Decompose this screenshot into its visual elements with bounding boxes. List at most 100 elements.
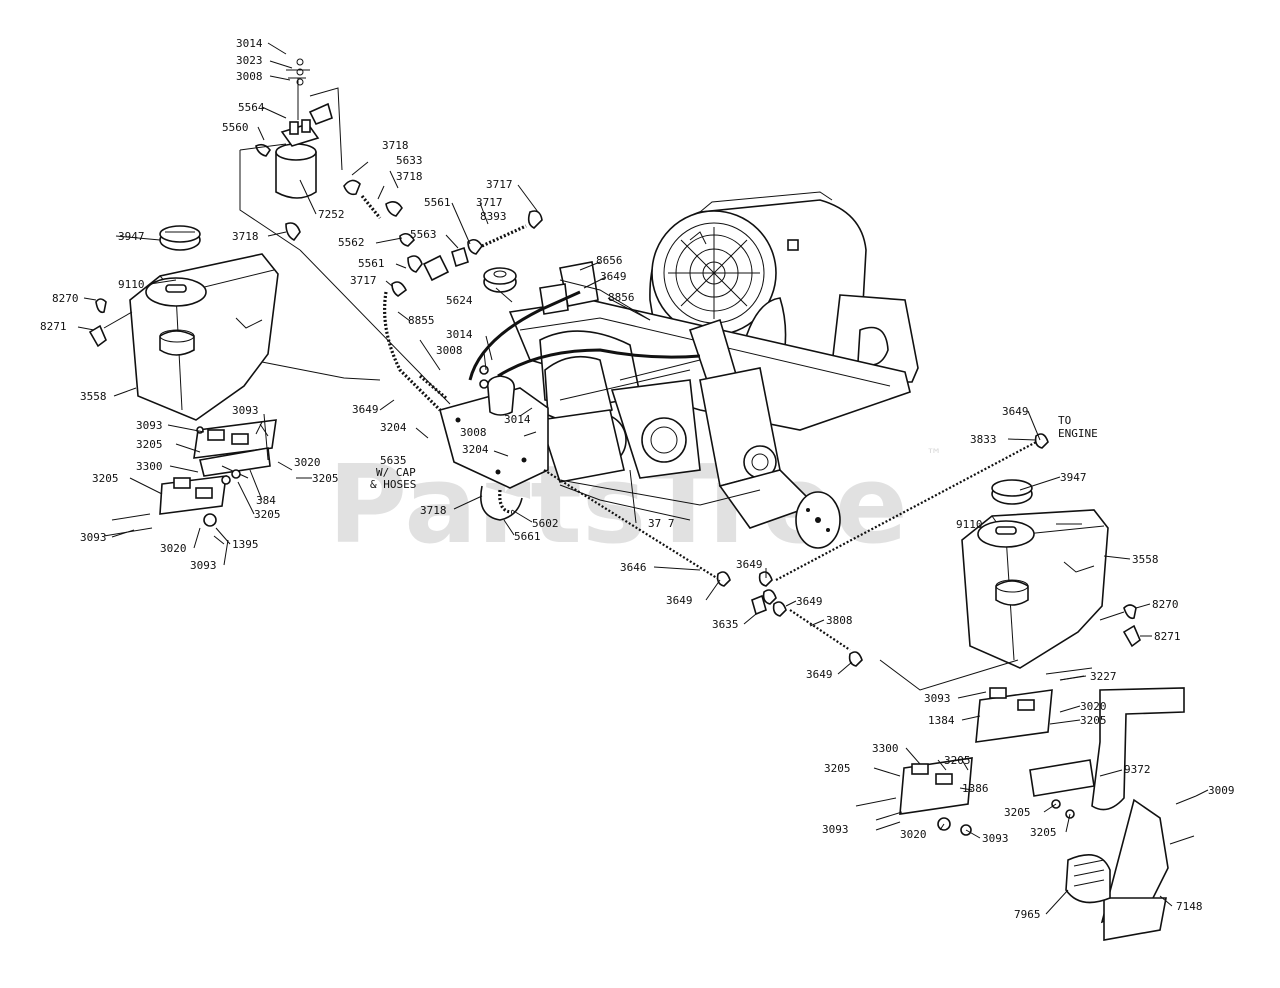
part-note-with-cap: W/ CAP (376, 466, 416, 479)
part-label-7965: 7965 (1014, 908, 1041, 921)
part-label-3717: 3717 (486, 178, 513, 191)
part-label-3649: 3649 (806, 668, 833, 681)
part-label-3020: 3020 (160, 542, 187, 555)
part-labels: 3014 3023 3008 5564 5560 7252 3718 3718 … (40, 37, 1235, 921)
part-label-3649: 3649 (352, 403, 379, 416)
part-label-3205: 3205 (312, 472, 339, 485)
part-label-3808: 3808 (826, 614, 853, 627)
part-label-3008: 3008 (460, 426, 487, 439)
part-label-3008: 3008 (436, 344, 463, 357)
part-label-5633: 5633 (396, 154, 423, 167)
part-label-3718: 3718 (396, 170, 423, 183)
part-label-3646: 3646 (620, 561, 647, 574)
right-mount-brackets (855, 667, 1197, 941)
part-label-5562: 5562 (338, 236, 365, 249)
part-label-3205: 3205 (1080, 714, 1107, 727)
part-label-3014: 3014 (504, 413, 531, 426)
part-label-3014: 3014 (446, 328, 473, 341)
part-label-384: 384 (256, 494, 276, 507)
part-label-9372: 9372 (1124, 763, 1151, 776)
part-label-3718: 3718 (382, 139, 409, 152)
part-label-3020: 3020 (294, 456, 321, 469)
part-label-5602: 5602 (532, 517, 559, 530)
part-label-3205: 3205 (254, 508, 281, 521)
part-label-9110: 9110 (956, 518, 983, 531)
part-label-3649: 3649 (736, 558, 763, 571)
part-label-3093: 3093 (190, 559, 217, 572)
part-label-8856: 8856 (608, 291, 635, 304)
part-label-3204: 3204 (380, 421, 407, 434)
part-label-3093: 3093 (80, 531, 107, 544)
part-label-3947: 3947 (1060, 471, 1087, 484)
part-label-3093: 3093 (982, 832, 1009, 845)
fuel-filter (239, 58, 343, 251)
part-label-3717: 3717 (476, 196, 503, 209)
part-label-3205: 3205 (92, 472, 119, 485)
part-label-5564: 5564 (238, 101, 265, 114)
part-label-7148: 7148 (1176, 900, 1203, 913)
part-label-3718: 3718 (232, 230, 259, 243)
part-label-3635: 3635 (712, 618, 739, 631)
frame-and-transmissions (508, 261, 911, 549)
part-label-1395: 1395 (232, 538, 259, 551)
part-note-to: TO (1058, 414, 1071, 427)
part-label-3833: 3833 (970, 433, 997, 446)
part-label-5624: 5624 (446, 294, 473, 307)
part-label-3204: 3204 (462, 443, 489, 456)
part-label-3205: 3205 (1004, 806, 1031, 819)
part-label-3009: 3009 (1208, 784, 1235, 797)
part-label-3649: 3649 (796, 595, 823, 608)
part-label-7252: 7252 (318, 208, 345, 221)
reservoir-bracket (439, 375, 549, 521)
part-label-3014: 3014 (236, 37, 263, 50)
watermark-trademark: ™ (926, 445, 942, 464)
left-mount-brackets (103, 419, 277, 545)
part-label-8393: 8393 (480, 210, 507, 223)
part-label-5635: 5635 (380, 454, 407, 467)
part-label-3558: 3558 (80, 390, 107, 403)
part-label-3649: 3649 (600, 270, 627, 283)
part-label-8271: 8271 (1154, 630, 1181, 643)
part-label-3093: 3093 (822, 823, 849, 836)
part-label-3205: 3205 (1030, 826, 1057, 839)
part-label-5661: 5661 (514, 530, 541, 543)
part-label-3205: 3205 (136, 438, 163, 451)
left-fuel-tank (88, 225, 381, 421)
part-label-3718: 3718 (420, 504, 447, 517)
part-label-3227: 3227 (1090, 670, 1117, 683)
fuel-lines (299, 179, 701, 412)
part-label-3205: 3205 (824, 762, 851, 775)
part-label-3300: 3300 (872, 742, 899, 755)
part-label-3023: 3023 (236, 54, 263, 67)
part-label-5563: 5563 (410, 228, 437, 241)
part-label-3649: 3649 (666, 594, 693, 607)
part-label-3947: 3947 (118, 230, 145, 243)
part-label-1386: 1386 (962, 782, 989, 795)
part-label-8270: 8270 (1152, 598, 1179, 611)
part-label-8656: 8656 (596, 254, 623, 267)
part-label-3717: 37 7 (648, 517, 675, 530)
right-fuel-line (543, 433, 1049, 667)
part-label-5561: 5561 (424, 196, 451, 209)
part-label-8270: 8270 (52, 292, 79, 305)
part-label-3300: 3300 (136, 460, 163, 473)
part-label-1384: 1384 (928, 714, 955, 727)
part-label-3558: 3558 (1132, 553, 1159, 566)
part-label-5561: 5561 (358, 257, 385, 270)
part-note-and-hoses: & HOSES (370, 478, 416, 491)
part-label-3093: 3093 (232, 404, 259, 417)
part-label-3205: 3205 (944, 754, 971, 767)
part-label-3093: 3093 (136, 419, 163, 432)
part-label-3717: 3717 (350, 274, 377, 287)
part-label-5560: 5560 (222, 121, 249, 134)
part-label-3020: 3020 (1080, 700, 1107, 713)
part-label-8271: 8271 (40, 320, 67, 333)
part-label-9110: 9110 (118, 278, 145, 291)
leader-lines (77, 42, 1209, 915)
part-label-3093: 3093 (924, 692, 951, 705)
right-fuel-tank (879, 479, 1141, 691)
part-label-3649: 3649 (1002, 405, 1029, 418)
part-label-3008: 3008 (236, 70, 263, 83)
part-label-3020: 3020 (900, 828, 927, 841)
